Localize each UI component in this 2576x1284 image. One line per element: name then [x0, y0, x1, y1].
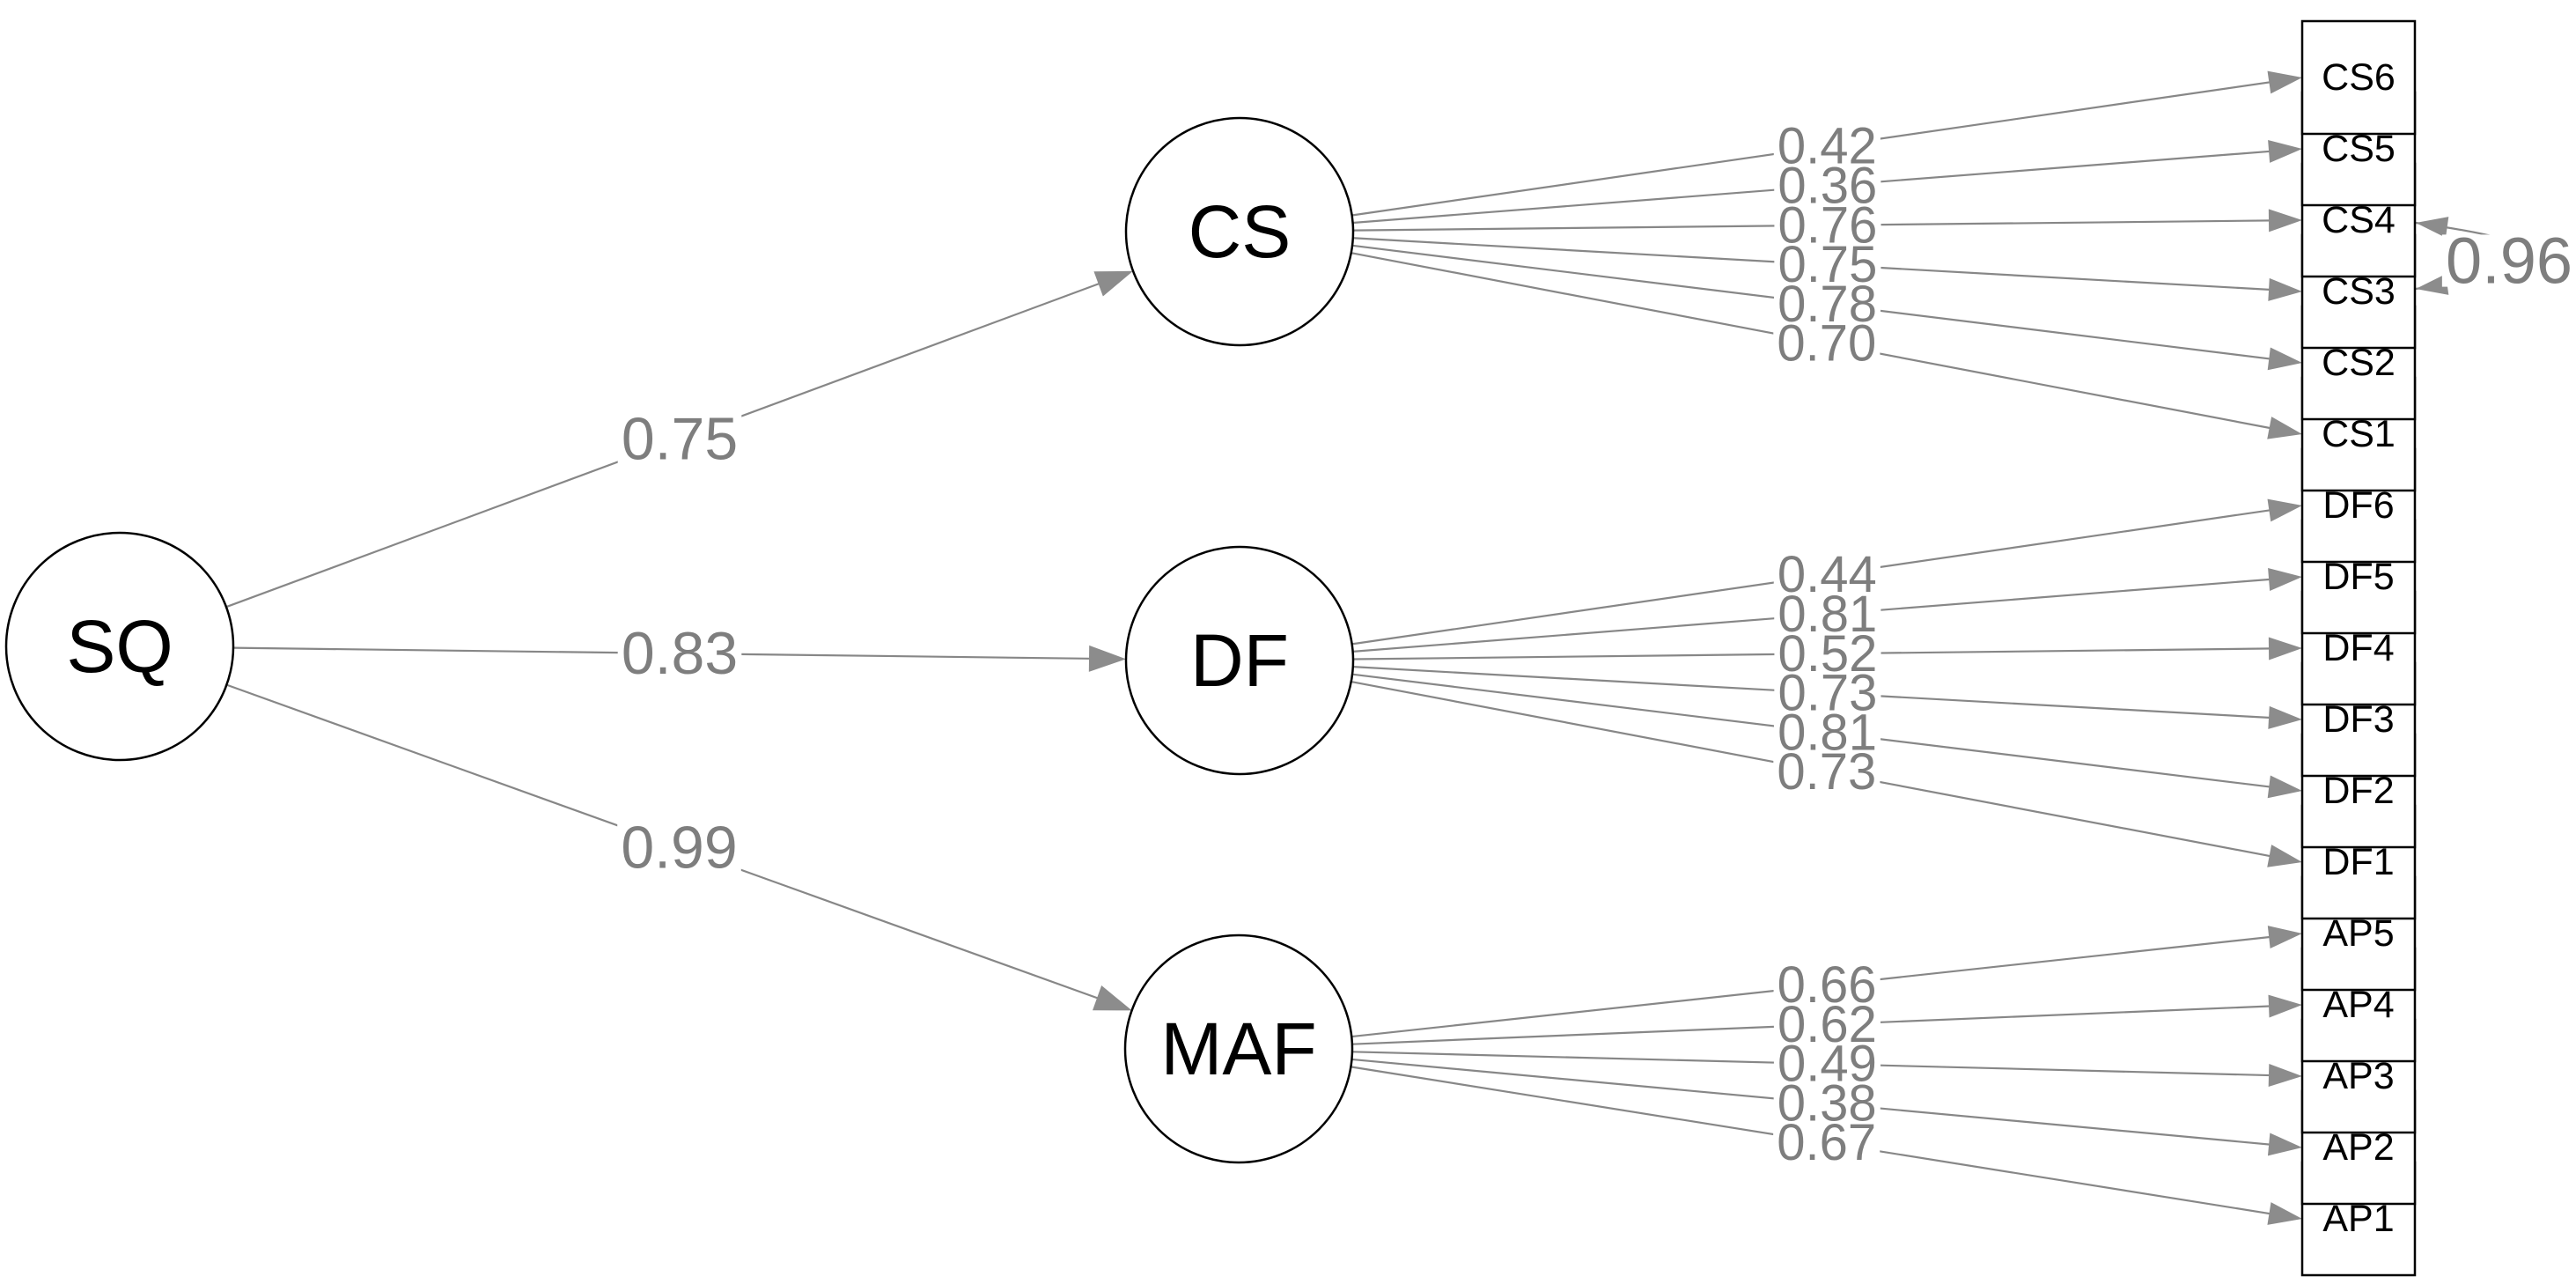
manifest-node-label-df3: DF3: [2322, 698, 2394, 741]
latent-node-maf: [1123, 933, 1354, 1164]
arrowhead-SQ-CS: [1093, 270, 1134, 297]
arrowhead-SQ-MAF: [1093, 985, 1132, 1011]
nodes-layer: [4, 19, 2417, 1277]
manifest-node-label-cs3: CS3: [2322, 270, 2396, 313]
arrowhead-CS-CS5: [2268, 139, 2302, 163]
loading-label-AP5: 0.66: [1777, 956, 1877, 1014]
manifest-node-label-cs6: CS6: [2322, 56, 2396, 99]
loading-label-CS5: 0.36: [1777, 157, 1877, 214]
loading-label-CS4-background: [1774, 204, 1881, 247]
loading-label-AP4-background: [1773, 1004, 1880, 1045]
arrowhead-MAF-AP4: [2268, 994, 2302, 1018]
structural-path-label-SQ-CS: 0.75: [622, 406, 738, 473]
loading-label-DF6: 0.44: [1777, 546, 1877, 603]
loading-label-DF3: 0.73: [1777, 665, 1877, 722]
loading-label-DF3-background: [1774, 672, 1881, 714]
manifest-node-label-df2: DF2: [2322, 770, 2394, 812]
loading-label-DF2: 0.81: [1777, 704, 1877, 761]
manifest-node-label-ap2: AP2: [2322, 1126, 2394, 1169]
loading-label-CS6-background: [1773, 126, 1880, 167]
covariance-label-CS4-CS3: 0.96: [2446, 225, 2572, 298]
arrowhead-MAF-AP1: [2267, 1202, 2302, 1225]
structural-path-label-SQ-MAF-background: [617, 823, 741, 872]
loading-label-AP5-background: [1773, 964, 1880, 1006]
loading-label-AP3-background: [1773, 1043, 1881, 1085]
arrowhead-CS4: [2416, 217, 2449, 238]
loading-label-CS5-background: [1774, 165, 1881, 207]
arrowhead-CS-CS4: [2268, 209, 2302, 232]
arrowhead-MAF-AP3: [2268, 1064, 2302, 1088]
loading-label-CS6: 0.42: [1777, 118, 1877, 175]
manifest-node-label-ap4: AP4: [2322, 984, 2394, 1026]
covariance-label-CS4-CS3-background: [2441, 234, 2576, 287]
structural-path-label-SQ-CS-background: [617, 415, 742, 463]
arrowhead-DF-DF4: [2268, 637, 2302, 660]
arrowhead-DF-DF6: [2267, 498, 2302, 522]
arrowhead-CS-CS3: [2268, 277, 2302, 301]
node-labels-layer: CS6CS5CS4CS3CS2CS1DF6DF5DF4DF3DF2DF1AP5A…: [66, 56, 2396, 1240]
loading-label-AP4: 0.62: [1777, 996, 1877, 1053]
loading-label-CS3: 0.75: [1777, 236, 1877, 293]
loading-label-AP3: 0.49: [1777, 1036, 1877, 1093]
manifest-node-label-df5: DF5: [2322, 556, 2394, 598]
loading-label-AP2: 0.38: [1777, 1074, 1877, 1132]
manifest-node-label-ap5: AP5: [2322, 912, 2394, 955]
latent-node-cs: [1124, 116, 1355, 347]
loading-label-AP1-background: [1773, 1122, 1880, 1163]
structural-path-label-SQ-MAF: 0.99: [621, 815, 737, 882]
arrowhead-DF-DF2: [2267, 775, 2302, 799]
loading-label-AP2-background: [1773, 1082, 1880, 1125]
manifest-node-label-df1: DF1: [2322, 841, 2394, 883]
arrowhead-DF-DF1: [2267, 845, 2302, 867]
arrowhead-MAF-AP5: [2267, 926, 2302, 949]
manifest-node-label-cs2: CS2: [2322, 342, 2396, 384]
latent-node-label-maf: MAF: [1160, 1007, 1316, 1090]
latent-node-df: [1124, 545, 1355, 776]
loading-label-AP1: 0.67: [1777, 1114, 1876, 1171]
arrowhead-CS-CS2: [2267, 347, 2302, 371]
arrowhead-DF-DF3: [2268, 705, 2302, 729]
manifest-node-label-cs5: CS5: [2322, 128, 2396, 170]
manifest-node-label-df4: DF4: [2322, 627, 2394, 669]
loading-label-CS2: 0.78: [1777, 276, 1877, 333]
loading-label-DF1: 0.73: [1777, 743, 1876, 801]
edge-label-backgrounds-layer: [617, 126, 2576, 1163]
arrowheads-layer: [1088, 70, 2449, 1225]
edge-labels-layer: 0.750.830.990.420.360.760.750.780.700.44…: [621, 118, 2572, 1171]
loading-label-DF6-background: [1773, 554, 1880, 595]
loading-label-DF5: 0.81: [1777, 586, 1877, 643]
edges-layer: [225, 79, 2536, 1217]
arrowhead-CS-CS6: [2267, 70, 2302, 94]
loading-label-DF5-background: [1774, 594, 1881, 635]
loading-label-DF4-background: [1774, 633, 1881, 675]
loading-label-DF2-background: [1773, 712, 1881, 754]
manifest-node-label-cs4: CS4: [2322, 199, 2396, 241]
manifest-node-label-df6: DF6: [2322, 484, 2394, 527]
loading-label-DF4: 0.52: [1778, 625, 1878, 683]
loading-label-CS4: 0.76: [1778, 196, 1878, 254]
arrowhead-SQ-DF: [1088, 645, 1127, 672]
latent-node-label-sq: SQ: [66, 605, 173, 688]
loading-label-CS3-background: [1774, 244, 1881, 285]
arrowhead-MAF-AP2: [2267, 1133, 2302, 1156]
loading-label-CS1-background: [1773, 322, 1880, 365]
arrowhead-DF-DF5: [2268, 568, 2302, 591]
latent-node-sq: [4, 531, 235, 762]
manifest-node-label-cs1: CS1: [2322, 413, 2396, 455]
manifest-node-cs6: [2300, 19, 2417, 136]
arrowhead-CS3: [2416, 274, 2449, 295]
manifest-node-label-ap3: AP3: [2322, 1055, 2394, 1097]
loading-label-CS1: 0.70: [1777, 315, 1876, 373]
loading-label-CS2-background: [1773, 284, 1881, 325]
arrowhead-CS-CS1: [2267, 417, 2302, 439]
structural-path-label-SQ-DF-background: [617, 629, 742, 678]
latent-node-label-cs: CS: [1189, 190, 1292, 273]
loading-label-DF1-background: [1773, 751, 1880, 793]
manifest-node-label-ap1: AP1: [2322, 1198, 2394, 1240]
latent-node-label-df: DF: [1190, 619, 1289, 702]
structural-path-label-SQ-DF: 0.83: [622, 620, 738, 687]
